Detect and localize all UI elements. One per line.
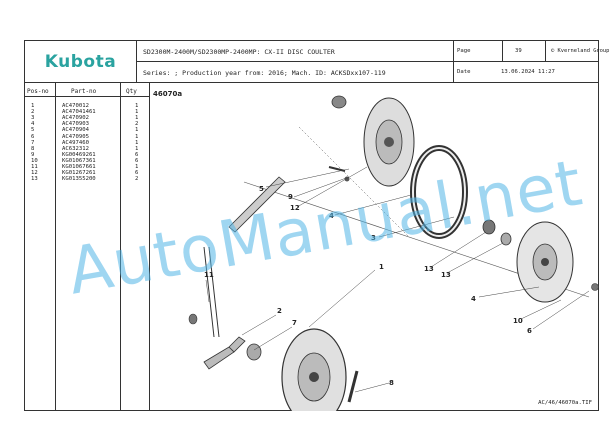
callout-2: 2	[277, 307, 282, 315]
col-pos-header: Pos-no	[27, 88, 49, 95]
callout-4: 4	[471, 295, 476, 303]
table-cell-pos: 3	[31, 115, 35, 122]
callout-1: 1	[379, 263, 384, 271]
date-label: Date	[457, 69, 471, 75]
table-cell-qty: 2	[135, 176, 139, 183]
table-cell-qty: 1	[135, 145, 139, 152]
callout-4: 4	[329, 212, 334, 220]
callout-5: 5	[259, 185, 264, 193]
exploded-view-drawing: 46070a	[153, 90, 599, 411]
table-cell-pos: 5	[31, 127, 35, 134]
table-cell-part: KG01267261	[62, 170, 96, 177]
series-info: Series: ; Production year from: 2016; Ma…	[143, 69, 386, 77]
table-cell-part: AC470904	[62, 127, 89, 134]
table-cell-part: AC47041461	[62, 109, 96, 116]
table-cell-part: KG01067361	[62, 157, 96, 164]
col-qty-header: Qty	[126, 88, 137, 95]
table-cell-qty: 6	[135, 157, 139, 164]
col-part-header: Part-no	[71, 88, 97, 95]
table-cell-qty: 1	[135, 103, 139, 109]
table-cell-pos: 9	[31, 151, 35, 158]
table-cell-part: KG00469261	[62, 151, 96, 158]
callout-10: 10	[513, 317, 523, 325]
table-cell-part: AC497460	[62, 139, 89, 146]
callout-7: 7	[292, 319, 297, 327]
table-cell-qty: 6	[135, 170, 139, 177]
table-cell-qty: 1	[135, 139, 139, 146]
callout-8: 8	[389, 379, 394, 387]
parts-sheet: Kubota SD2300M-2400M/SD2300MP-2400MP: CX…	[24, 40, 609, 411]
table-cell-qty: 6	[135, 151, 139, 158]
table-cell-pos: 7	[31, 139, 35, 146]
table-cell-part: KG01067661	[62, 164, 96, 170]
table-cell-pos: 1	[31, 103, 35, 109]
copyright: © Kverneland Group	[551, 48, 610, 54]
callout-12: 12	[290, 204, 300, 212]
table-cell-qty: 2	[135, 121, 139, 128]
table-cell-pos: 2	[31, 109, 35, 116]
callout-6: 6	[527, 327, 532, 335]
callout-9: 9	[288, 193, 293, 201]
table-cell-pos: 11	[31, 164, 38, 170]
table-cell-part: AC470905	[62, 133, 89, 140]
figure-id: 46070a	[153, 90, 182, 98]
table-cell-part: AC470903	[62, 121, 89, 128]
date-value: 13.06.2024 11:27	[501, 69, 555, 75]
table-cell-part: AC470902	[62, 115, 89, 122]
page-label: Page	[457, 48, 471, 54]
table-cell-qty: 1	[135, 115, 139, 122]
table-cell-qty: 1	[135, 109, 139, 116]
table-cell-pos: 6	[31, 133, 35, 140]
table-cell-pos: 12	[31, 170, 38, 177]
table-cell-qty: 1	[135, 127, 139, 134]
table-cell-pos: 10	[31, 157, 38, 164]
page-number: 39	[515, 48, 522, 54]
table-cell-qty: 1	[135, 164, 139, 170]
callout-13: 13	[424, 265, 434, 273]
callout-13: 13	[441, 271, 451, 279]
table-cell-part: AC632312	[62, 145, 89, 152]
table-cell-pos: 4	[31, 121, 35, 128]
kubota-logo: Kubota	[44, 51, 117, 72]
table-cell-pos: 13	[31, 176, 38, 183]
table-cell-qty: 1	[135, 133, 139, 140]
callout-11: 11	[204, 271, 214, 279]
table-cell-part: KG01355200	[62, 176, 96, 183]
table-cell-part: AC470012	[62, 103, 89, 109]
logo-cell: Kubota	[25, 41, 137, 83]
callout-3: 3	[371, 234, 376, 242]
table-cell-pos: 8	[31, 145, 35, 152]
footer-reference: AC/46/46070a.TIF	[538, 400, 592, 406]
page-title: SD2300M-2400M/SD2300MP-2400MP: CX-II DIS…	[143, 48, 335, 56]
